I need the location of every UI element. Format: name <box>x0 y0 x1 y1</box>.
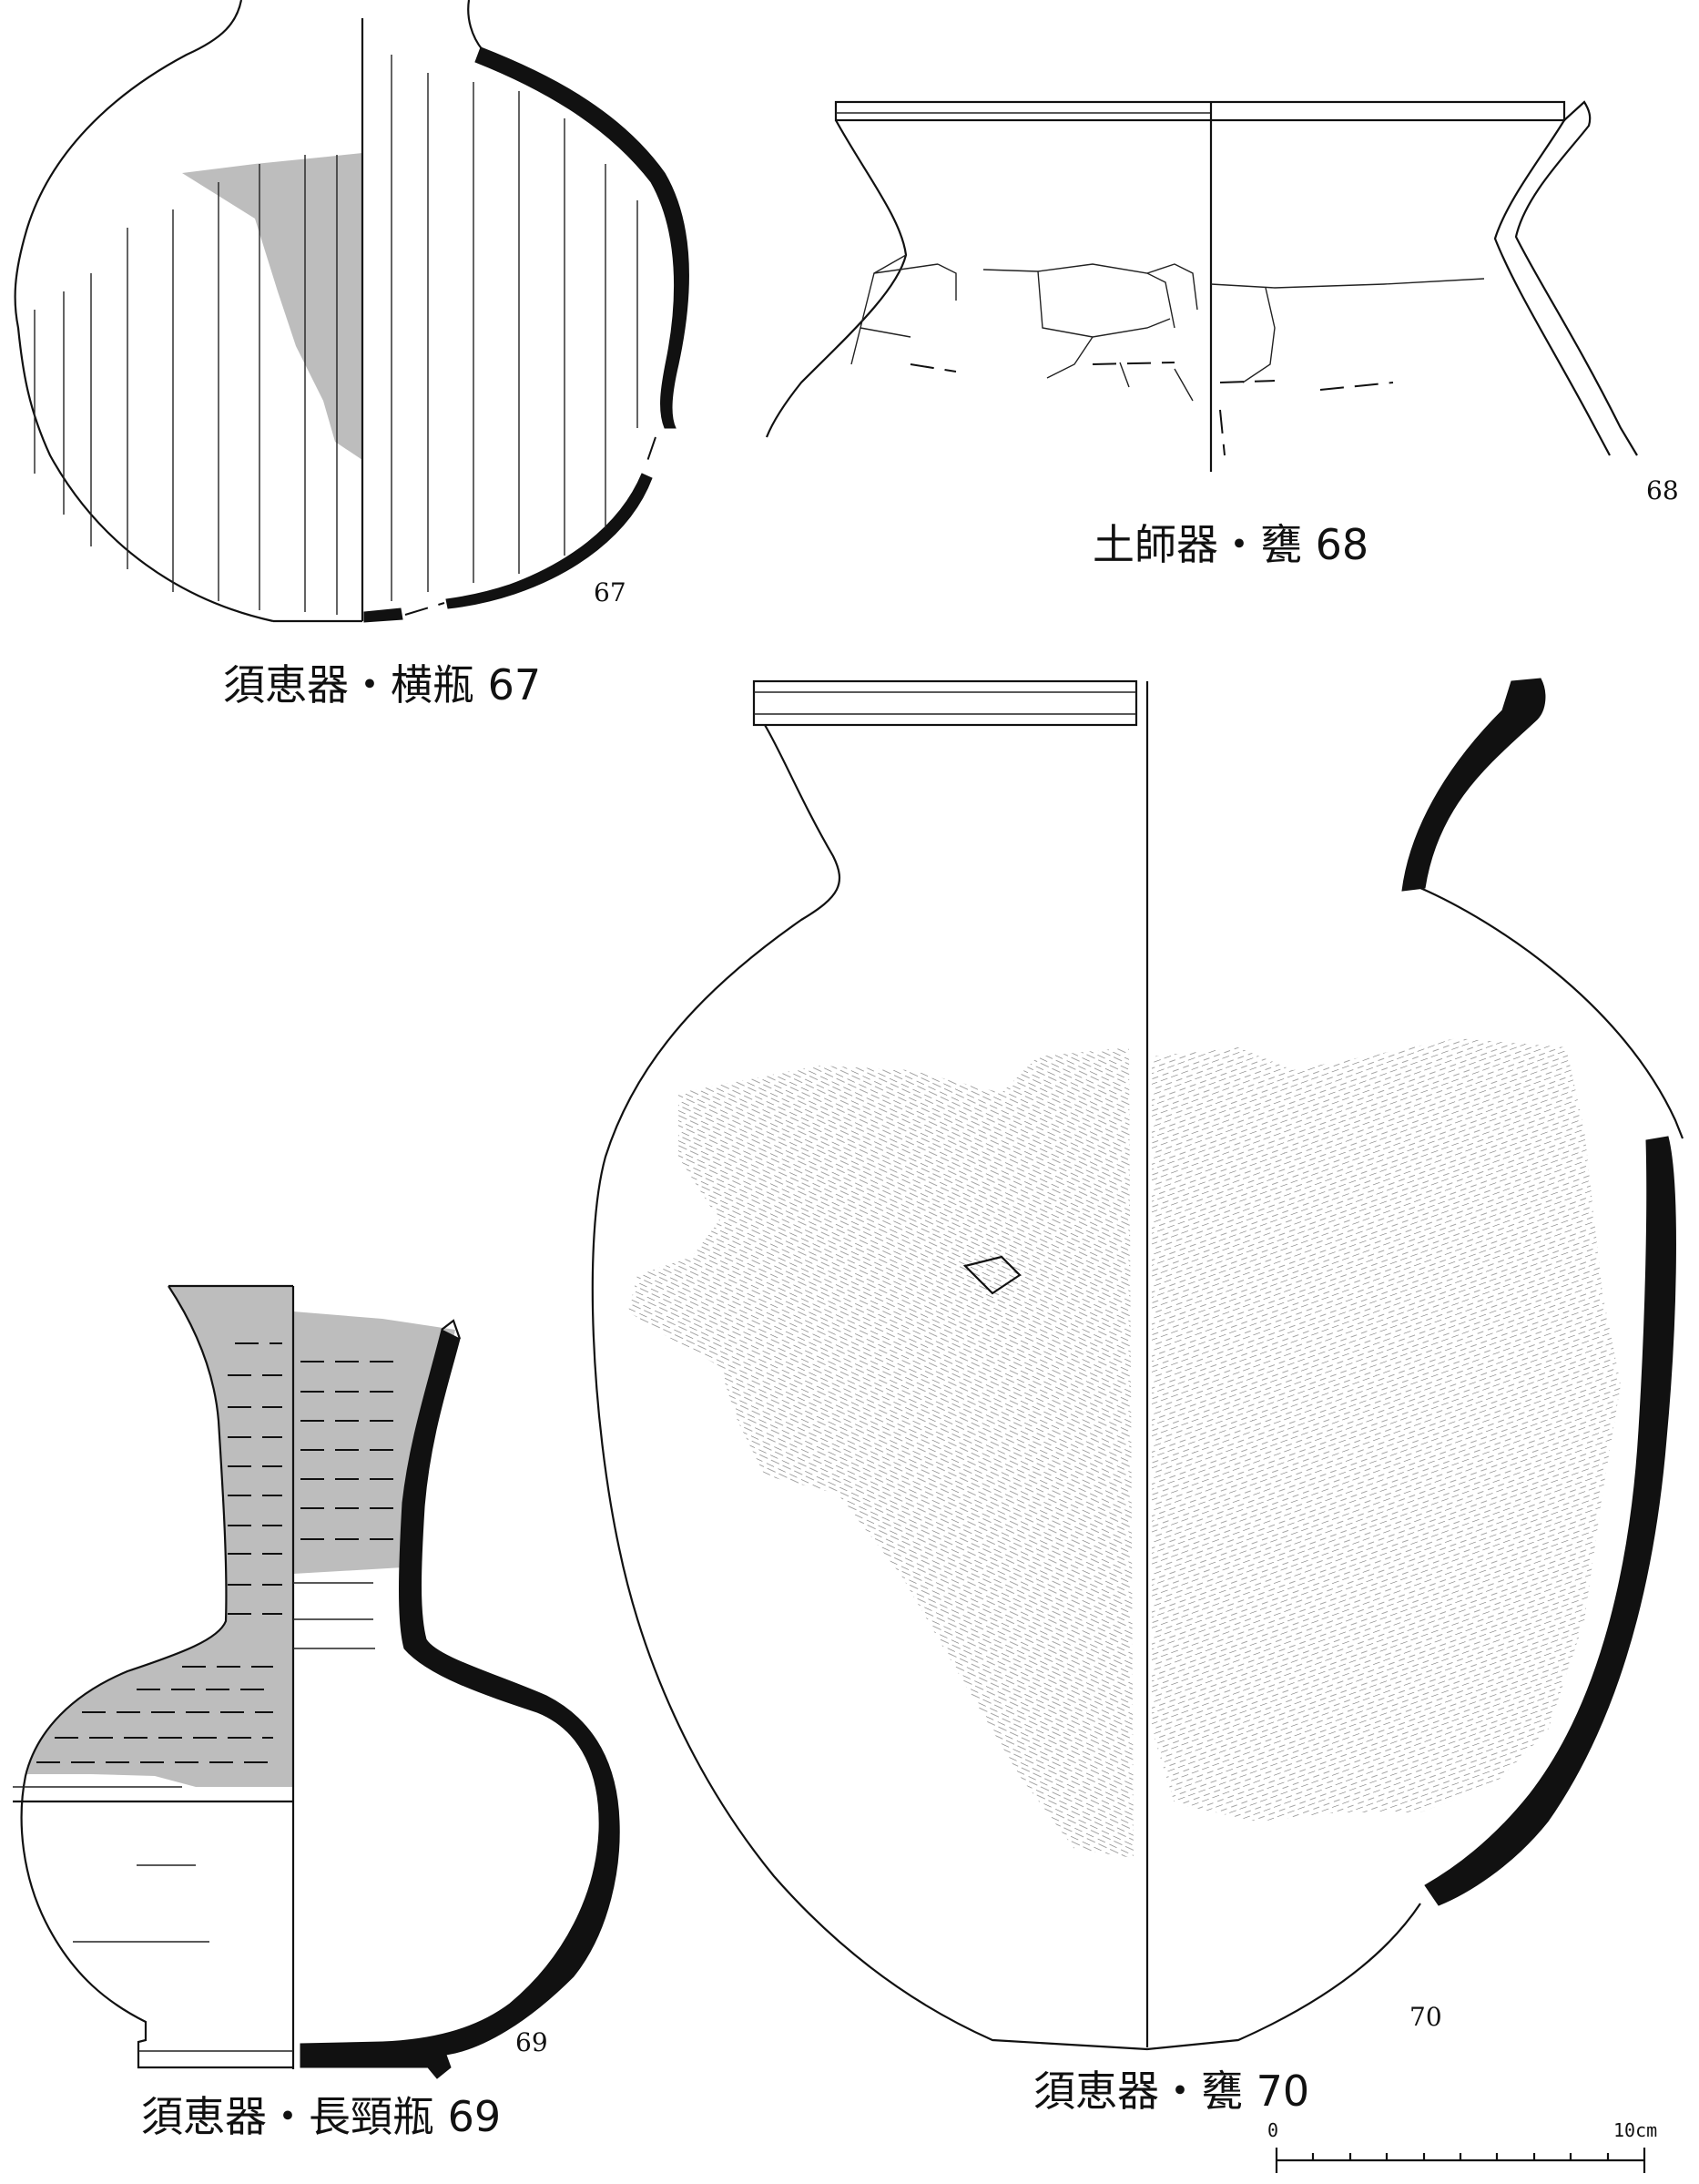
fig70-left-profile <box>591 724 1148 2051</box>
fig68-right-section-inner <box>1493 119 1611 456</box>
figure-67-drawing: 67 <box>14 0 689 623</box>
fig68-right-section <box>1514 100 1638 456</box>
figure-70-drawing: 70 <box>591 678 1684 2051</box>
fig69-section <box>300 1329 620 2079</box>
fig70-right-profile <box>1146 886 1684 2051</box>
fig67-section-lower <box>445 473 653 609</box>
scale-bar-end-label: 10cm <box>1613 2119 1657 2141</box>
fig69-slip-left <box>27 1286 293 1787</box>
fig67-number: 67 <box>594 577 626 607</box>
fig70-caption: 須恵器・甕 70 <box>1033 2067 1309 2116</box>
fig70-gap-mark-1 <box>962 1255 1022 1295</box>
fig68-dash-4 <box>1319 382 1394 391</box>
fig70-section-neck <box>1401 678 1546 892</box>
fig69-section-tip <box>441 1319 462 1340</box>
fig67-section-upper <box>474 46 689 429</box>
fig68-left-profile <box>765 119 908 438</box>
fig69-striations-right <box>300 1361 401 1540</box>
fig68-dash-1 <box>910 363 957 373</box>
fig67-section-gap-2 <box>644 436 656 470</box>
fig67-left-profile <box>14 0 274 623</box>
fig70-rim <box>752 679 1138 727</box>
scale-bar-ruler <box>1275 2148 1646 2173</box>
fig70-section-body <box>1424 1136 1676 1906</box>
fig69-caption: 須恵器・長頸瓶 69 <box>141 2092 501 2141</box>
fig67-slip-patch <box>182 153 362 460</box>
fig67-section-gap <box>404 602 445 616</box>
fig67-caption: 須恵器・横瓶 67 <box>223 660 541 709</box>
fig69-striations-left <box>36 1342 282 1763</box>
fig68-dash-5 <box>1219 409 1226 456</box>
fig69-number: 69 <box>515 2027 548 2057</box>
fig68-dash-3 <box>1219 380 1276 383</box>
fig67-scrape-lines <box>34 55 638 615</box>
fig68-crack-lines <box>850 254 1485 402</box>
fig68-number: 68 <box>1646 475 1679 505</box>
fig67-section-base <box>363 607 403 623</box>
figure-68-drawing: 68 <box>765 100 1679 505</box>
fig70-texture-left <box>628 1047 1134 1858</box>
scale-bar: 0 10cm <box>1267 2119 1657 2173</box>
scale-bar-start-label: 0 <box>1267 2119 1278 2141</box>
fig68-caption: 土師器・甕 68 <box>1093 520 1368 569</box>
fig68-rim <box>834 100 1566 122</box>
fig70-texture-right <box>1152 1038 1621 1822</box>
fig69-left-profile <box>20 1285 293 2069</box>
figure-69-drawing: 69 <box>13 1284 620 2079</box>
fig68-dash-2 <box>1092 362 1175 365</box>
fig67-right-neck <box>467 0 483 51</box>
fig70-number: 70 <box>1409 2002 1442 2032</box>
